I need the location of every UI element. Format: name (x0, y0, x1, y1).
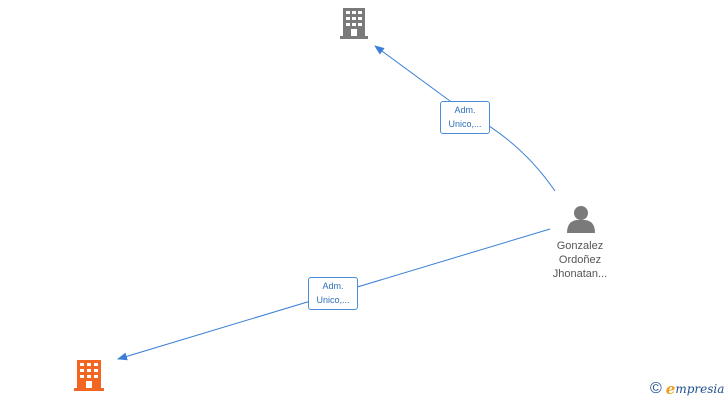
person-name-line: Ordoñez (558, 254, 602, 266)
logo-initial: e (665, 380, 676, 398)
person-name-line: Gonzalez (556, 240, 604, 252)
person-name-line: Jhonatan... (552, 268, 608, 280)
person-icon[interactable] (567, 206, 595, 233)
building-icon[interactable] (340, 8, 368, 39)
person-name[interactable]: Gonzalez Ordoñez Jhonatan... (530, 239, 630, 281)
building-icon[interactable] (74, 360, 104, 391)
edge-label[interactable]: Adm. Unico,... (308, 277, 358, 310)
edge-label-line: Adm. (454, 105, 476, 115)
edge-label-line: Adm. (322, 281, 344, 291)
edge-label-line: Unico,... (448, 119, 482, 129)
edge-label[interactable]: Adm. Unico,... (440, 101, 490, 134)
copyright-symbol: © (650, 380, 662, 397)
logo-text: mpresia (675, 382, 725, 396)
edge-label-line: Unico,... (316, 295, 350, 305)
